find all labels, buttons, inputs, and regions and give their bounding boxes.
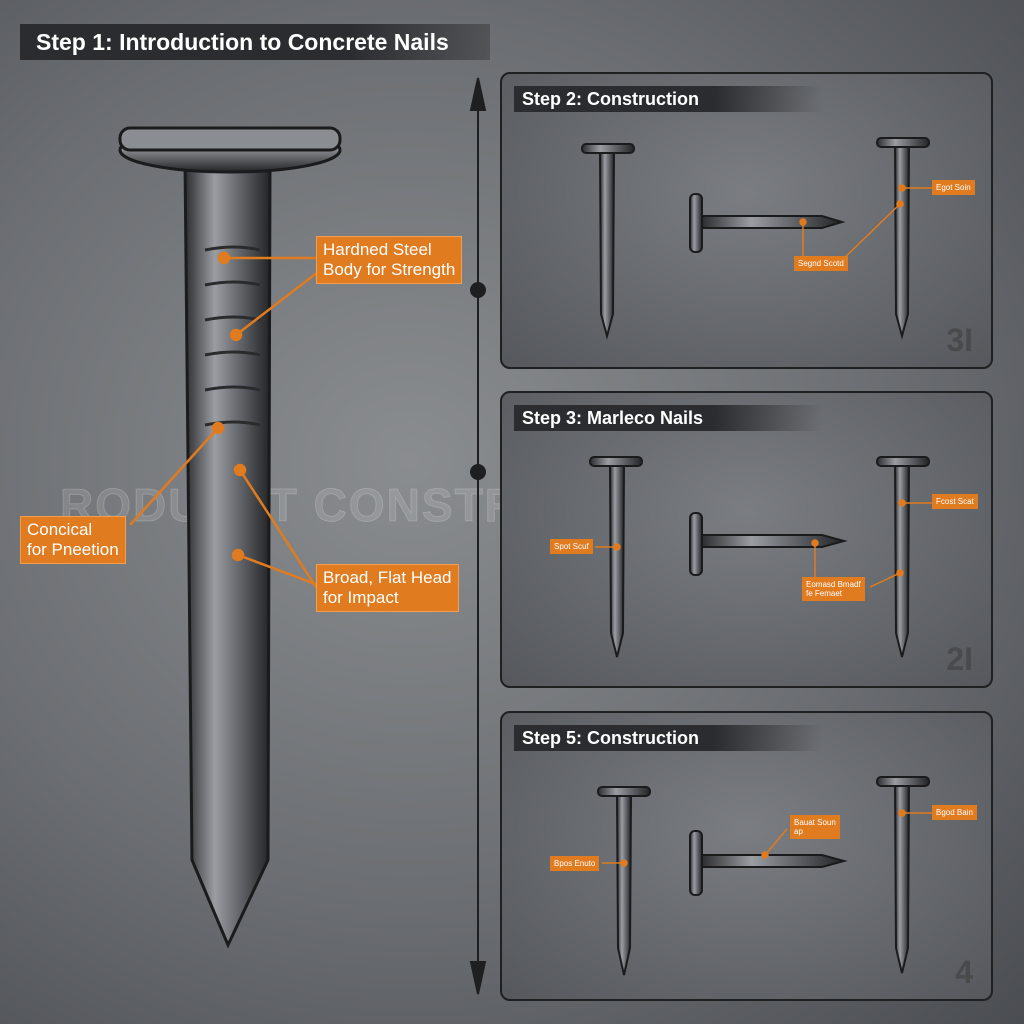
timeline bbox=[469, 77, 487, 995]
panel-title: Step 5: Construction bbox=[514, 725, 822, 751]
label-text: Concical for Pneetion bbox=[27, 520, 119, 559]
panel-title: Step 3: Marleco Nails bbox=[514, 405, 822, 431]
panel-step-2: Step 2: Construction Egot Soin Segnd Sco… bbox=[500, 72, 993, 369]
page-title: Step 1: Introduction to Concrete Nails bbox=[20, 24, 490, 60]
callout: Bpos Enuto bbox=[550, 856, 600, 871]
nail-illustrations bbox=[581, 137, 932, 340]
label-hardened-steel-body: Hardned Steel Body for Strength bbox=[316, 236, 463, 284]
panel-step-5: Step 5: Construction Bgod Bain Bauat Sou… bbox=[500, 711, 993, 1001]
panel-number: 4 bbox=[955, 954, 973, 990]
callout: Segnd Scotd bbox=[794, 256, 848, 271]
label-text: Hardned Steel Body for Strength bbox=[323, 240, 456, 279]
callout: Bauat Soun ap bbox=[790, 815, 840, 839]
panel-number: 3I bbox=[946, 322, 973, 358]
large-nail-illustration bbox=[118, 126, 342, 949]
callout: Bgod Bain bbox=[932, 805, 977, 820]
label-conical-tip: Concical for Pneetion bbox=[20, 516, 126, 564]
callout: Fcost Scat bbox=[932, 494, 978, 509]
panel-title: Step 2: Construction bbox=[514, 86, 822, 112]
callout: Spot Scuf bbox=[550, 539, 593, 554]
panel-number: 2I bbox=[946, 641, 973, 677]
nail-illustrations bbox=[589, 456, 932, 658]
callout: Egot Soin bbox=[932, 180, 975, 195]
label-text: Broad, Flat Head for Impact bbox=[323, 568, 452, 607]
panel-step-3: Step 3: Marleco Nails Fcost Scat Spot Sc… bbox=[500, 391, 993, 688]
callout: Eomasd Bmadf fe Femaet bbox=[802, 577, 865, 601]
nail-illustrations bbox=[597, 776, 932, 976]
label-broad-flat-head: Broad, Flat Head for Impact bbox=[316, 564, 459, 612]
